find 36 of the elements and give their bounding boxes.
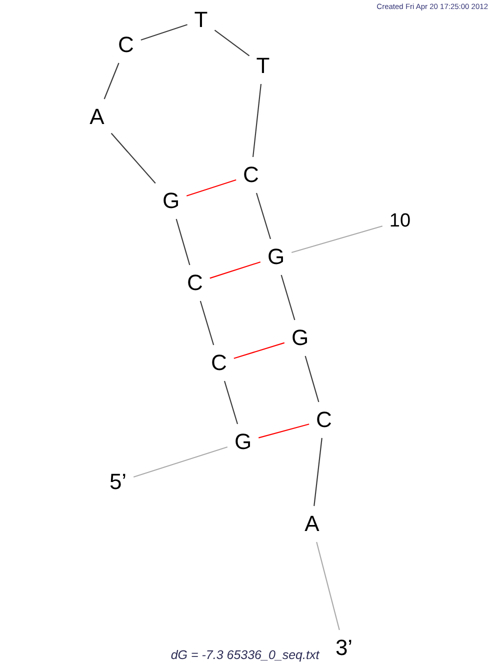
backbone-line <box>224 380 238 424</box>
backbone-line <box>252 84 262 158</box>
backbone-line <box>314 438 322 506</box>
base-pair-line <box>186 179 236 196</box>
leader-line <box>316 542 340 630</box>
base-pair-line <box>234 342 285 359</box>
backbone-line <box>280 274 296 320</box>
backbone-line <box>104 62 120 100</box>
backbone-line <box>304 356 320 402</box>
base-letter: G <box>161 189 181 213</box>
backbone-line <box>256 192 272 240</box>
backbone-line <box>110 132 156 184</box>
base-pair-line <box>210 261 261 279</box>
base-letter: G <box>266 245 286 269</box>
base-letter: C <box>210 351 228 375</box>
base-letter: G <box>233 430 253 454</box>
base-letter: C <box>117 33 135 57</box>
base-letter: C <box>315 408 333 432</box>
leader-line <box>133 446 228 478</box>
caption-text: dG = -7.3 65336_0_seq.txt <box>170 648 320 662</box>
backbone-line <box>176 218 190 266</box>
backbone-line <box>214 30 250 56</box>
base-letter: A <box>88 105 106 129</box>
leader-line <box>291 226 383 254</box>
base-pair-line <box>258 424 310 438</box>
base-letter: C <box>186 271 204 295</box>
base-letter: T <box>193 8 209 32</box>
base-letter: G <box>290 326 310 350</box>
backbone-line <box>140 24 188 41</box>
base-letter: C <box>242 163 260 187</box>
base-letter: A <box>304 512 320 536</box>
backbone-line <box>200 300 214 346</box>
end-label: 3’ <box>334 636 354 660</box>
end-label: 5’ <box>108 470 128 494</box>
position-number: 10 <box>388 210 412 232</box>
base-letter: T <box>255 54 271 78</box>
